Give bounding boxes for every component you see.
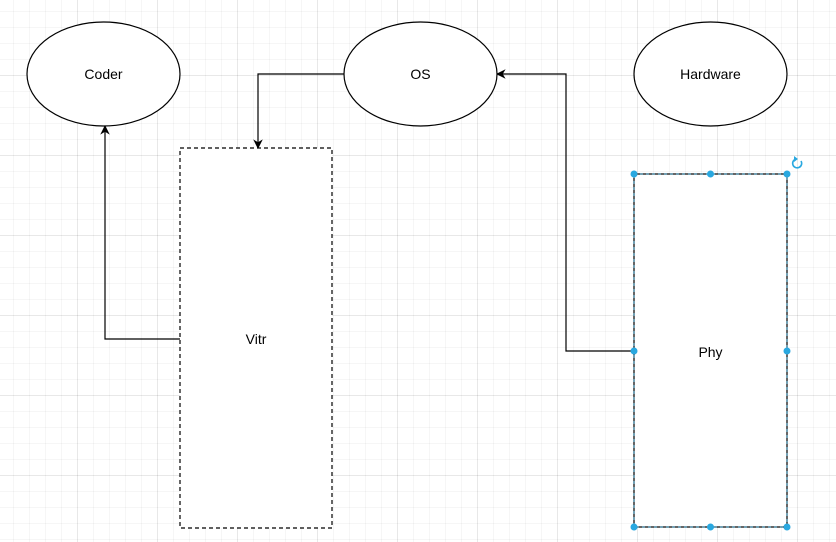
vitr-label: Vitr <box>246 331 267 347</box>
node-phy[interactable]: Phy <box>633 173 788 528</box>
phy-rect[interactable] <box>633 173 788 528</box>
edge-vitr-to-coder[interactable] <box>100 125 180 340</box>
hardware-ellipse[interactable] <box>633 21 788 127</box>
selection-overlay[interactable] <box>630 156 803 531</box>
handle-bottom-right[interactable] <box>783 523 791 531</box>
coder-ellipse[interactable] <box>26 21 181 127</box>
os-ellipse[interactable] <box>343 21 498 127</box>
vitr-rect[interactable] <box>179 147 333 529</box>
handle-bottom-left[interactable] <box>630 523 638 531</box>
handle-middle-left[interactable] <box>630 347 638 355</box>
handle-bottom-middle[interactable] <box>707 523 714 531</box>
handle-top-middle[interactable] <box>707 170 714 178</box>
node-vitr[interactable]: Vitr <box>179 147 333 529</box>
handle-middle-right[interactable] <box>783 347 791 355</box>
coder-label: Coder <box>84 66 122 82</box>
hardware-label: Hardware <box>680 66 741 82</box>
node-coder[interactable]: Coder <box>26 21 181 127</box>
handle-top-right[interactable] <box>783 170 791 178</box>
phy-label: Phy <box>698 344 722 360</box>
os-label: OS <box>410 66 430 82</box>
node-hardware[interactable]: Hardware <box>633 21 788 127</box>
node-os[interactable]: OS <box>343 21 498 127</box>
edge-phy-to-os[interactable] <box>496 69 634 352</box>
rotate-handle-icon[interactable] <box>791 156 803 169</box>
edge-os-to-vitr[interactable] <box>253 73 344 149</box>
handle-top-left[interactable] <box>630 170 638 178</box>
